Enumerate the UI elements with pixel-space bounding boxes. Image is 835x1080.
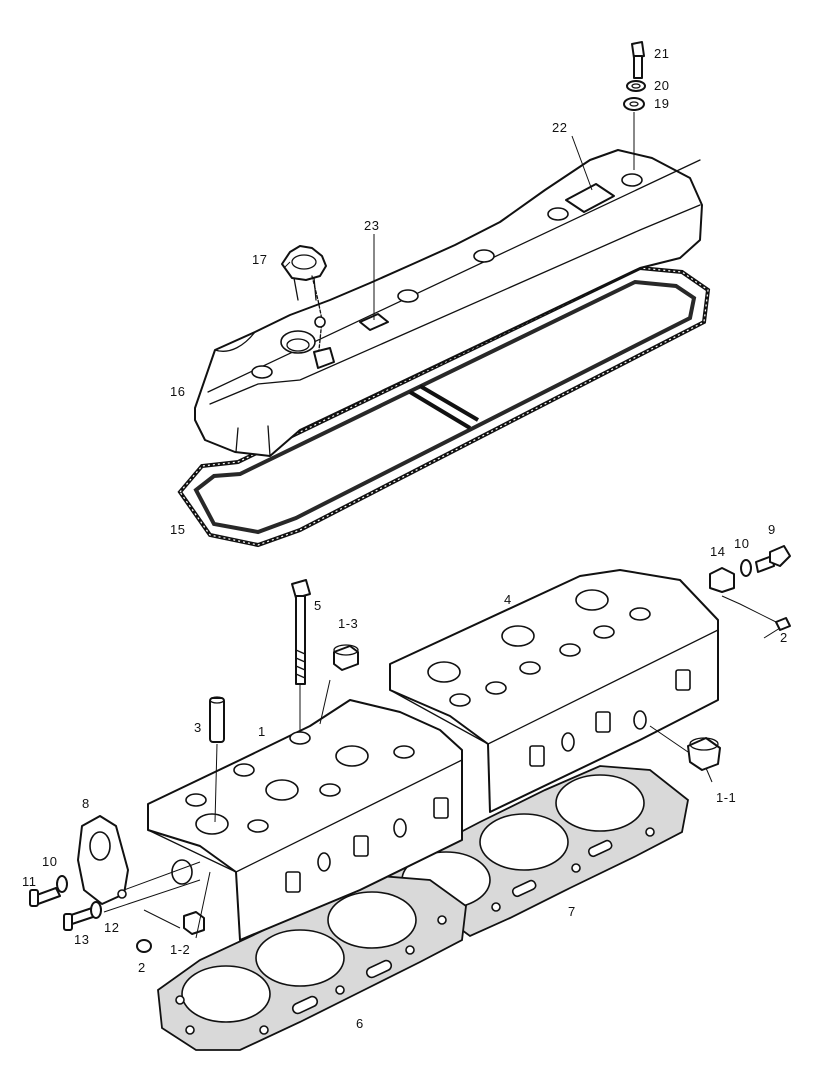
rear-fittings	[709, 545, 791, 631]
label-20: 20	[654, 78, 669, 93]
label-6: 6	[356, 1016, 364, 1031]
label-19: 19	[654, 96, 669, 111]
front-fittings	[29, 815, 211, 953]
label-3: 3	[194, 720, 202, 735]
label-5: 5	[314, 598, 322, 613]
plug-1-3	[319, 644, 359, 725]
rocker-cover-gasket	[177, 265, 711, 548]
label-1-1: 1-1	[716, 790, 736, 805]
dowel-pin	[209, 696, 225, 823]
label-14: 14	[710, 544, 725, 559]
label-17: 17	[252, 252, 267, 267]
label-13: 13	[74, 932, 89, 947]
label-1-2: 1-2	[170, 942, 190, 957]
label-12: 12	[104, 920, 119, 935]
label-1-3: 1-3	[338, 616, 358, 631]
part-labels: 21 20 19 22 23 17 16 15 9 10 14 2 4 5 1-…	[22, 46, 788, 1031]
label-15: 15	[170, 522, 185, 537]
label-9: 9	[768, 522, 776, 537]
label-4: 4	[504, 592, 512, 607]
label-22: 22	[552, 120, 567, 135]
cylinder-head-front	[147, 699, 463, 941]
label-2: 2	[780, 630, 788, 645]
label-8: 8	[82, 796, 90, 811]
label-11: 11	[22, 874, 37, 889]
label-7: 7	[568, 904, 576, 919]
plug-1-1	[649, 725, 721, 771]
label-21: 21	[654, 46, 669, 61]
label-2-front: 2	[138, 960, 146, 975]
label-10: 10	[734, 536, 749, 551]
cylinder-head-rear	[389, 569, 719, 813]
label-1: 1	[258, 724, 266, 739]
cover-bolt-stack	[623, 41, 646, 170]
head-bolt	[291, 579, 311, 730]
label-23: 23	[364, 218, 379, 233]
leader-lines	[283, 135, 781, 783]
label-10-front: 10	[42, 854, 57, 869]
head-gasket-front	[157, 875, 467, 1051]
rocker-cover	[194, 149, 703, 457]
label-16: 16	[170, 384, 185, 399]
oil-filler-cap	[281, 245, 335, 369]
